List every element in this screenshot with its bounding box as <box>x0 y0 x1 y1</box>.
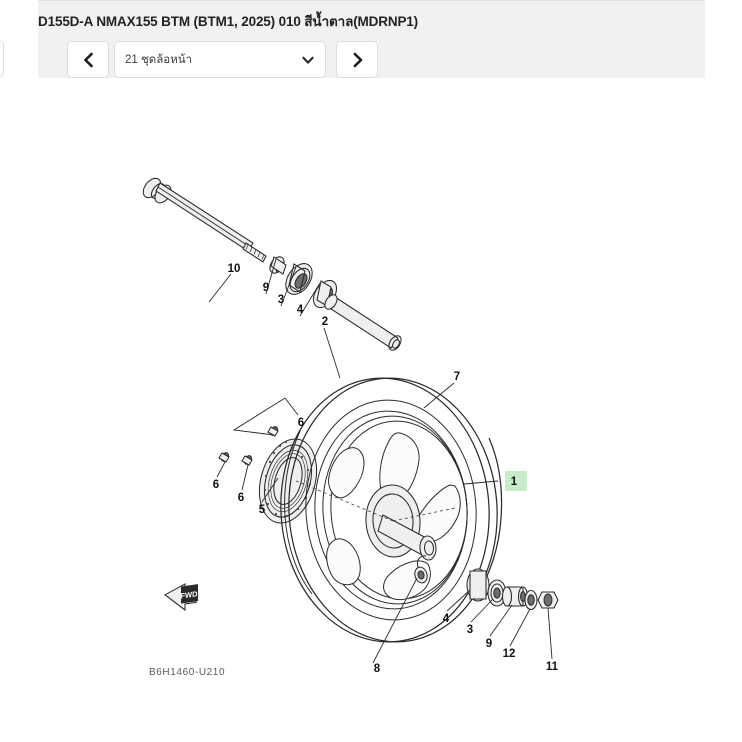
prev-section-button[interactable] <box>67 41 109 78</box>
axle-bearing-3 <box>285 263 313 295</box>
forward-direction-marker: FWD <box>164 583 198 612</box>
callout-1[interactable]: 1 <box>511 476 518 488</box>
brake-disc-assembly <box>218 426 318 524</box>
brake-disc-5 <box>258 438 318 524</box>
callout-9[interactable]: 9 <box>263 282 269 294</box>
callout-11[interactable]: 11 <box>546 661 559 673</box>
axle-collar-9 <box>269 256 287 275</box>
disc-bolt-6-c <box>218 452 230 463</box>
callout-7[interactable]: 7 <box>454 371 460 383</box>
nut-11 <box>537 591 559 609</box>
disc-bolt-6-b <box>241 455 253 466</box>
chevron-left-icon <box>82 52 95 68</box>
callout-3[interactable]: 3 <box>278 294 284 306</box>
parts-diagram[interactable]: 1 2 3 3 4 4 5 6 6 6 7 8 9 9 10 11 12 <box>0 78 742 742</box>
disc-bolt-6-a <box>267 426 279 437</box>
callout-6-c[interactable]: 6 <box>238 492 244 504</box>
bearing-4-right <box>466 568 490 602</box>
next-section-button[interactable] <box>336 41 378 78</box>
callout-5[interactable]: 5 <box>259 504 266 516</box>
callout-10[interactable]: 10 <box>228 263 241 275</box>
front-wheel-assembly <box>280 377 503 643</box>
callout-6-b[interactable]: 6 <box>213 479 219 491</box>
callout-2[interactable]: 2 <box>322 316 328 328</box>
callout-12[interactable]: 12 <box>503 648 516 660</box>
spacer-9-right <box>501 586 529 607</box>
header-panel: D155D-A NMAX155 BTM (BTM1, 2025) 010 สีน… <box>38 0 705 78</box>
axle-shaft <box>155 182 254 252</box>
collar-12 <box>524 589 538 611</box>
page-title: D155D-A NMAX155 BTM (BTM1, 2025) 010 สีน… <box>38 14 418 29</box>
callout-8[interactable]: 8 <box>374 663 381 675</box>
axle-thread <box>242 242 267 263</box>
callout-1-highlight[interactable] <box>505 471 527 491</box>
rim-outer <box>305 399 477 621</box>
diagram-part-number: B6H1460-U210 <box>149 667 225 678</box>
right-hub-parts <box>466 568 559 611</box>
callout-4-right[interactable]: 4 <box>443 613 450 625</box>
callout-9-right[interactable]: 9 <box>486 638 492 650</box>
axle-spacer-2 <box>324 294 402 351</box>
section-select[interactable]: 21 ชุดล้อหน้า <box>114 41 326 78</box>
section-select-value: 21 ชุดล้อหน้า <box>125 53 193 66</box>
callout-3-right[interactable]: 3 <box>467 624 473 636</box>
axle-seal-4 <box>312 279 338 309</box>
callout-4[interactable]: 4 <box>297 304 304 316</box>
chevron-down-icon[interactable] <box>301 53 315 67</box>
leader-lines <box>208 258 553 664</box>
valve-stem-8 <box>414 555 428 584</box>
callout-labels: 1 2 3 3 4 4 5 6 6 6 7 8 9 9 10 11 12 <box>213 263 559 675</box>
callout-6[interactable]: 6 <box>298 417 304 429</box>
axle-assembly <box>142 177 402 351</box>
toolbar-button-clipped[interactable] <box>0 40 4 77</box>
chevron-right-icon <box>351 52 364 68</box>
fwd-label: FWD <box>180 589 198 600</box>
